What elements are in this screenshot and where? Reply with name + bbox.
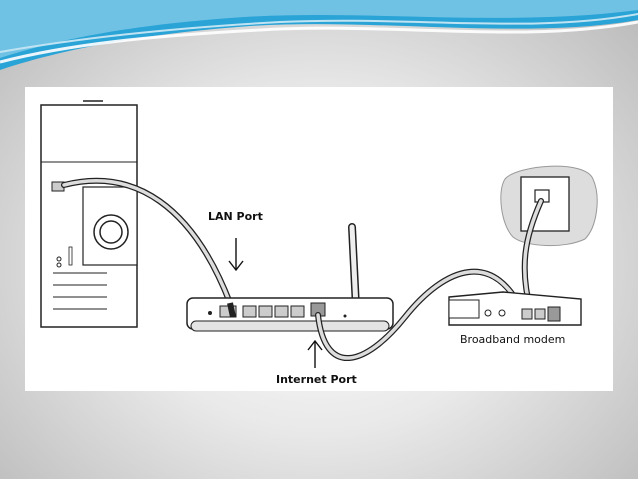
- wall-phone-jack: [500, 165, 598, 247]
- lan-port-label: LAN Port: [208, 210, 263, 223]
- modem-label: Broadband modem: [460, 333, 565, 346]
- internet-port-label: Internet Port: [276, 373, 357, 386]
- lan-port-arrow: [228, 238, 244, 272]
- broadband-modem: [448, 291, 582, 326]
- network-diagram-panel: LAN Port Internet Port Broadband modem: [25, 87, 613, 391]
- internet-port-arrow: [307, 339, 323, 368]
- header-swoosh-decoration: [0, 0, 638, 70]
- computer-tower: [40, 100, 138, 328]
- router: [186, 223, 394, 332]
